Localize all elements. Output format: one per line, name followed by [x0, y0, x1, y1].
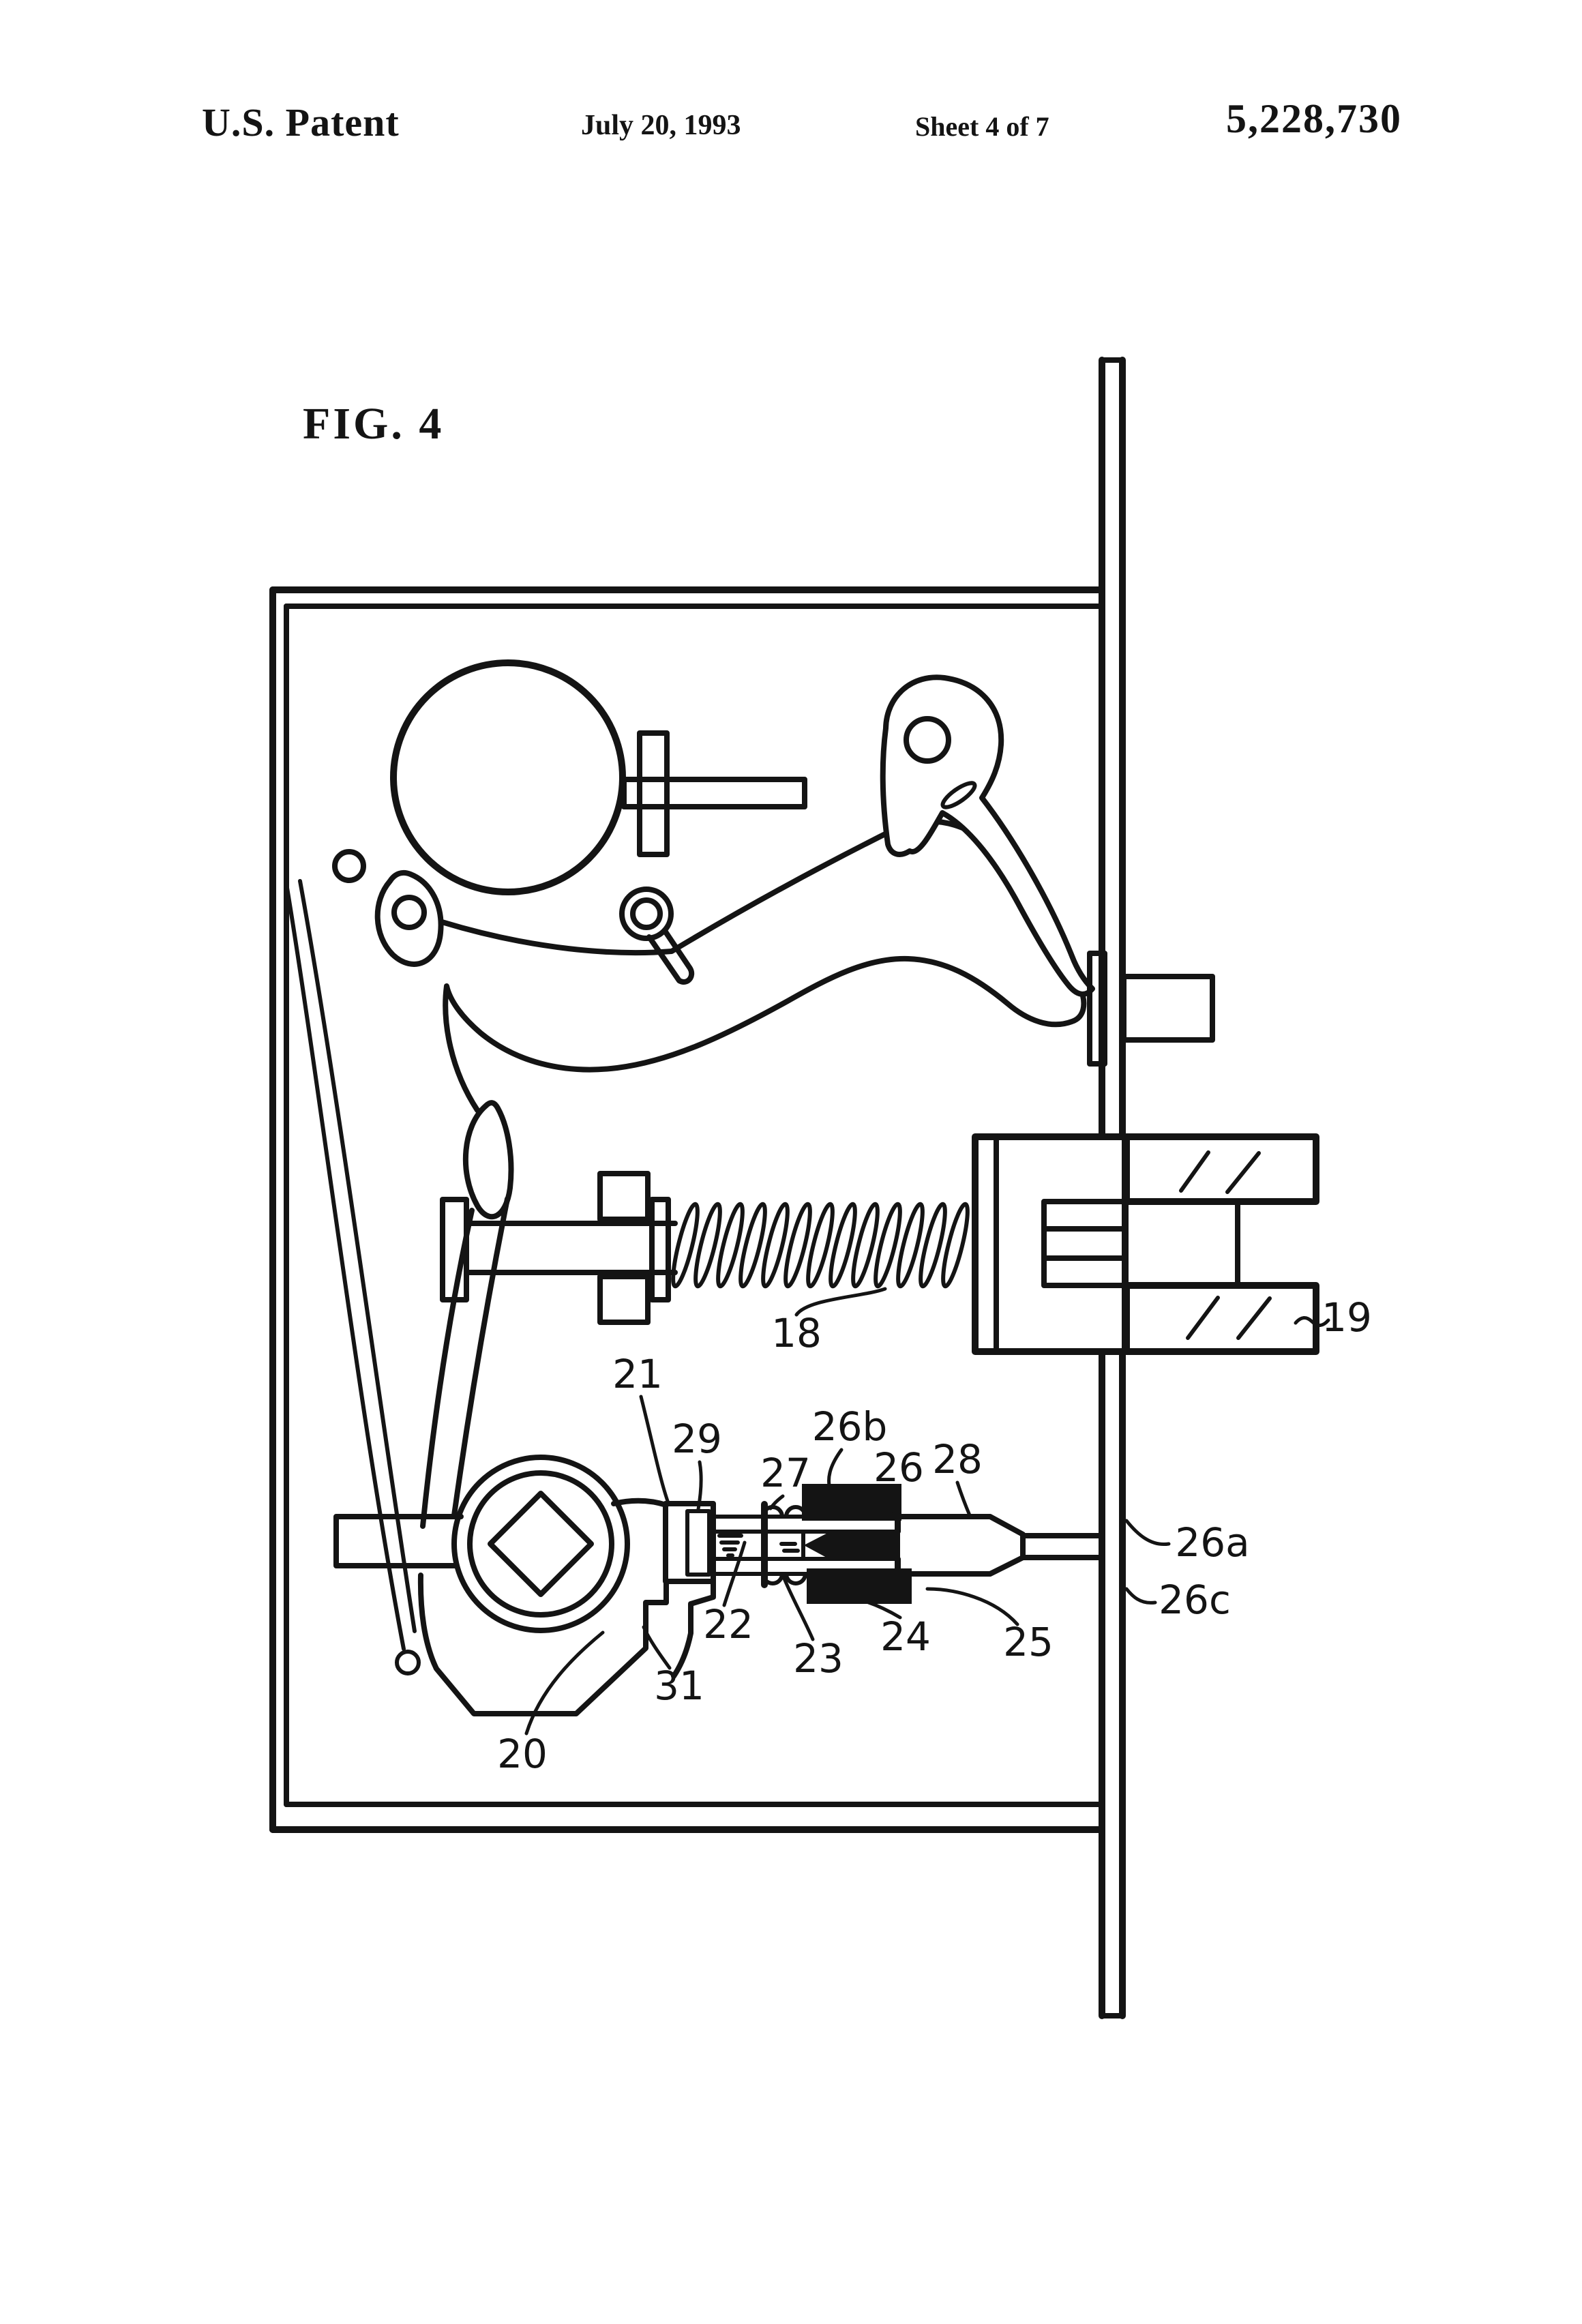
deadbolt-head [972, 1133, 1129, 1355]
part-label-26b: 26b [812, 1403, 888, 1450]
leader-lines [524, 1287, 1330, 1735]
part-label-26: 26 [874, 1444, 924, 1491]
part-label-21: 21 [612, 1351, 663, 1397]
part-label-29: 29 [672, 1416, 722, 1462]
part-label-26a: 26a [1175, 1519, 1249, 1566]
lever-pivot-ring [619, 887, 695, 985]
part-label-20: 20 [497, 1731, 548, 1777]
driver-bar [803, 1532, 900, 1560]
part-label-27: 27 [760, 1450, 811, 1496]
deadbolt-spring [671, 1202, 970, 1289]
latch-follower-plate [1087, 951, 1107, 1067]
deadbolt-tail [440, 1171, 678, 1325]
patent-header-title: U.S. Patent [202, 100, 400, 145]
plug-neck [1020, 1533, 1103, 1560]
strike-box [1123, 1133, 1319, 1355]
part-label-25: 25 [1003, 1619, 1054, 1665]
hatch-marks-lower [1186, 1296, 1272, 1340]
pivot-post [374, 869, 444, 967]
patent-header-sheet: Sheet 4 of 7 [915, 111, 1049, 142]
cylinder-plug [895, 1514, 1026, 1577]
cam-slot [940, 781, 977, 809]
latch-lever [420, 818, 1087, 1529]
cylinder-assembly [663, 1484, 1103, 1604]
hatch-marks-upper [1179, 1150, 1261, 1194]
latch-bolt [1121, 974, 1215, 1043]
cam-hole [904, 716, 951, 764]
knob-hub [390, 659, 626, 895]
part-label-28: 28 [932, 1436, 983, 1483]
pivot-hole [332, 849, 366, 883]
patent-header-date: July 20, 1993 [581, 110, 741, 141]
part-label-31: 31 [654, 1663, 704, 1709]
part-label-18: 18 [771, 1310, 822, 1356]
locking-cam [880, 674, 1095, 997]
collar-bottom-block [807, 1568, 912, 1604]
lever-hub-plate [333, 1455, 716, 1716]
patent-header-number: 5,228,730 [1226, 96, 1402, 141]
part-labels: 18 19 20 21 22 23 24 25 26 26a 26b 26c 27 28 29 31 [497, 1294, 1372, 1777]
figure-title: FIG. 4 [303, 399, 445, 449]
spindle-square [488, 1491, 594, 1597]
part-label-19: 19 [1322, 1294, 1372, 1341]
part-label-26c: 26c [1159, 1577, 1231, 1623]
lock-case [269, 586, 1103, 1833]
flat-spring [285, 879, 421, 1675]
lever-spring-loop [462, 1100, 514, 1220]
part-label-23: 23 [793, 1635, 844, 1682]
part-label-22: 22 [703, 1601, 753, 1648]
spindle-cross [621, 730, 807, 857]
bracket-washer [685, 1509, 711, 1577]
pin-tumblers [717, 1530, 805, 1561]
part-label-24: 24 [880, 1613, 931, 1660]
